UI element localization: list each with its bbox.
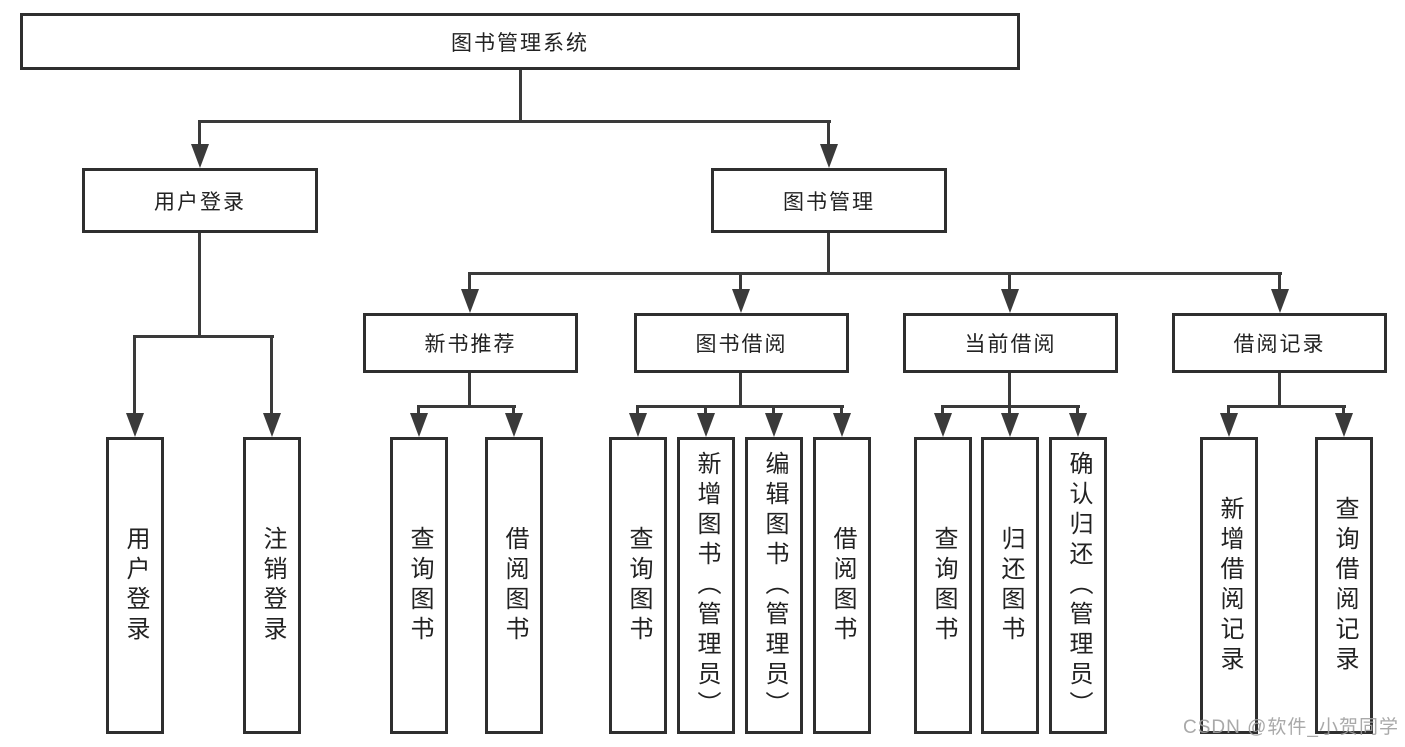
node-user-login: 用户登录 (82, 168, 318, 233)
connector-group-split (1227, 405, 1346, 408)
connector-drop (840, 405, 843, 415)
leaf-confirm-return-admin-label: 确认归还（管理员） (1065, 450, 1092, 721)
node-current-borrowing: 当前借阅 (903, 313, 1118, 373)
arrow-down-icon (934, 413, 952, 437)
connector-drop (1342, 405, 1345, 415)
arrow-down-icon (1335, 413, 1353, 437)
leaf-borrow-books-borrowing-label: 借阅图书 (829, 525, 856, 646)
arrow-down-icon (697, 413, 715, 437)
arrow-down-icon (461, 289, 479, 313)
leaf-confirm-return-admin: 确认归还（管理员） (1049, 437, 1107, 734)
leaf-query-books-current: 查询图书 (914, 437, 972, 734)
connector-book-mgmt-stem (827, 233, 830, 272)
connector-book-mgmt-split (468, 272, 1282, 275)
arrow-down-icon (191, 144, 209, 168)
connector-drop (1076, 405, 1079, 415)
leaf-return-book-label: 归还图书 (997, 525, 1024, 646)
connector-drop (1227, 405, 1230, 415)
leaf-add-borrow-record: 新增借阅记录 (1200, 437, 1258, 734)
node-borrow-records-label: 借阅记录 (1233, 333, 1326, 356)
connector-group-split (636, 405, 844, 408)
leaf-query-books-recommend: 查询图书 (390, 437, 448, 734)
node-new-book-recommend: 新书推荐 (363, 313, 578, 373)
leaf-logout-label: 注销登录 (259, 525, 286, 646)
arrow-down-icon (505, 413, 523, 437)
node-book-management-label: 图书管理 (783, 190, 875, 214)
connector-group-stem (468, 373, 471, 405)
leaf-borrow-books-recommend-label: 借阅图书 (501, 525, 528, 646)
connector-drop (772, 405, 775, 415)
leaf-query-books-borrowing-label: 查询图书 (625, 525, 652, 646)
connector-drop (468, 272, 471, 292)
connector-drop (636, 405, 639, 415)
leaf-add-borrow-record-label: 新增借阅记录 (1216, 495, 1243, 676)
leaf-add-book-admin: 新增图书（管理员） (677, 437, 735, 734)
connector-drop (417, 405, 420, 415)
connector-group-stem (1008, 373, 1011, 405)
leaf-add-book-admin-label: 新增图书（管理员） (693, 450, 720, 721)
node-book-borrowing-label: 图书借阅 (695, 333, 788, 356)
arrow-down-icon (410, 413, 428, 437)
connector-drop (704, 405, 707, 415)
node-root: 图书管理系统 (20, 13, 1020, 70)
arrow-down-icon (732, 289, 750, 313)
node-user-login-label: 用户登录 (154, 190, 246, 214)
node-current-borrowing-label: 当前借阅 (964, 333, 1057, 356)
connector-drop (512, 405, 515, 415)
connector-group-stem (739, 373, 742, 405)
connector-root-stem (519, 70, 522, 120)
connector-drop (133, 335, 136, 415)
connector-group-stem (1278, 373, 1281, 405)
connector-drop (1008, 272, 1011, 292)
arrow-down-icon (1271, 289, 1289, 313)
connector-drop (1278, 272, 1281, 292)
leaf-query-borrow-record-label: 查询借阅记录 (1331, 495, 1358, 676)
arrow-down-icon (1220, 413, 1238, 437)
connector-drop (198, 120, 201, 148)
connector-drop (739, 272, 742, 292)
connector-drop (941, 405, 944, 415)
leaf-query-books-borrowing: 查询图书 (609, 437, 667, 734)
arrow-down-icon (820, 144, 838, 168)
node-new-book-recommend-label: 新书推荐 (424, 333, 517, 356)
csdn-watermark: CSDN @软件_小贺同学 (1183, 717, 1399, 738)
connector-drop (1008, 405, 1011, 415)
arrow-down-icon (263, 413, 281, 437)
arrow-down-icon (1069, 413, 1087, 437)
leaf-logout: 注销登录 (243, 437, 301, 734)
node-book-borrowing: 图书借阅 (634, 313, 849, 373)
arrow-down-icon (833, 413, 851, 437)
arrow-down-icon (1001, 413, 1019, 437)
connector-user-login-split (133, 335, 274, 338)
node-book-management: 图书管理 (711, 168, 947, 233)
leaf-user-login: 用户登录 (106, 437, 164, 734)
node-root-label: 图书管理系统 (451, 31, 589, 55)
leaf-user-login-label: 用户登录 (122, 525, 149, 646)
connector-drop (270, 335, 273, 415)
leaf-return-book: 归还图书 (981, 437, 1039, 734)
connector-root-split (198, 120, 831, 123)
arrow-down-icon (765, 413, 783, 437)
leaf-borrow-books-recommend: 借阅图书 (485, 437, 543, 734)
arrow-down-icon (126, 413, 144, 437)
leaf-edit-book-admin: 编辑图书（管理员） (745, 437, 803, 734)
leaf-query-borrow-record: 查询借阅记录 (1315, 437, 1373, 734)
leaf-query-books-recommend-label: 查询图书 (406, 525, 433, 646)
arrow-down-icon (1001, 289, 1019, 313)
connector-user-login-stem (198, 233, 201, 335)
arrow-down-icon (629, 413, 647, 437)
connector-group-split (417, 405, 516, 408)
node-borrow-records: 借阅记录 (1172, 313, 1387, 373)
leaf-edit-book-admin-label: 编辑图书（管理员） (761, 450, 788, 721)
leaf-query-books-current-label: 查询图书 (930, 525, 957, 646)
leaf-borrow-books-borrowing: 借阅图书 (813, 437, 871, 734)
connector-drop (827, 120, 830, 148)
